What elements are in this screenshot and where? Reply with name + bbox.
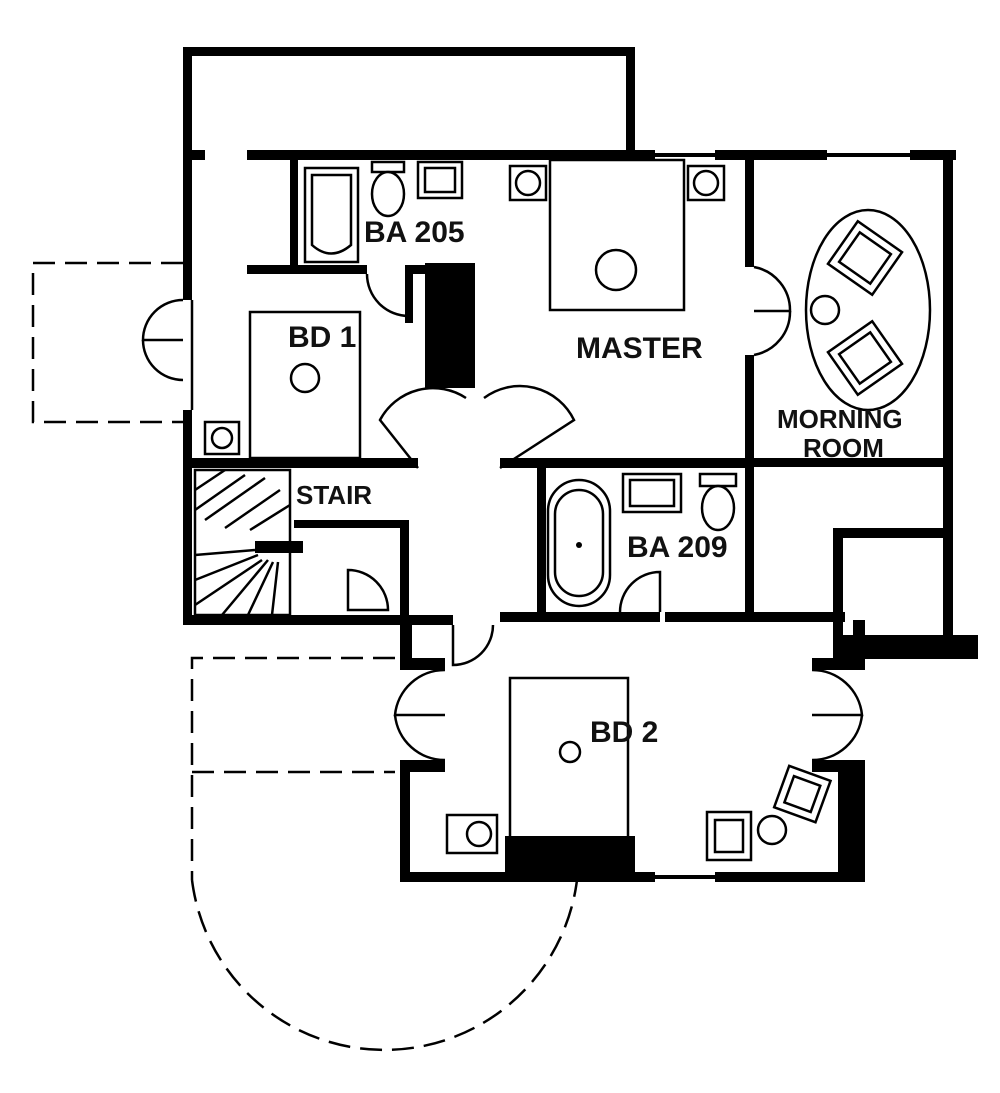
toilet-tank-icon [370,160,406,174]
bd1-furniture [203,310,362,460]
label-ba-205: BA 205 [364,216,465,249]
master-furniture [508,158,726,312]
ba209-fixtures [546,472,738,608]
ba205-fixtures [303,160,464,264]
bd2-furniture [445,676,833,876]
toilet-icon [370,170,406,218]
bathtub-icon [303,166,360,264]
toilet-tank-icon [698,472,738,488]
west-porch-outline [31,261,183,424]
armchair-icon [826,319,904,397]
headboard-icon [505,836,635,876]
south-deck-outline [190,656,579,1052]
label-ba-209: BA 209 [627,531,728,564]
side-table-icon [809,294,841,326]
label-morning-room-line2: ROOM [803,433,884,463]
armchair-icon [772,764,833,824]
armchair-icon [705,810,753,862]
label-stair: STAIR [296,480,372,510]
label-bd-1: BD 1 [288,321,356,354]
label-bd-2: BD 2 [590,716,658,749]
label-morning-room-line1: MORNING [777,404,903,434]
walls [183,47,978,882]
toilet-icon [700,484,736,532]
label-master: MASTER [576,332,703,365]
morning-room-furniture [804,208,932,412]
stair-treads [193,468,292,617]
doors [141,265,864,762]
side-table-icon [756,814,788,846]
armchair-icon [826,219,904,297]
